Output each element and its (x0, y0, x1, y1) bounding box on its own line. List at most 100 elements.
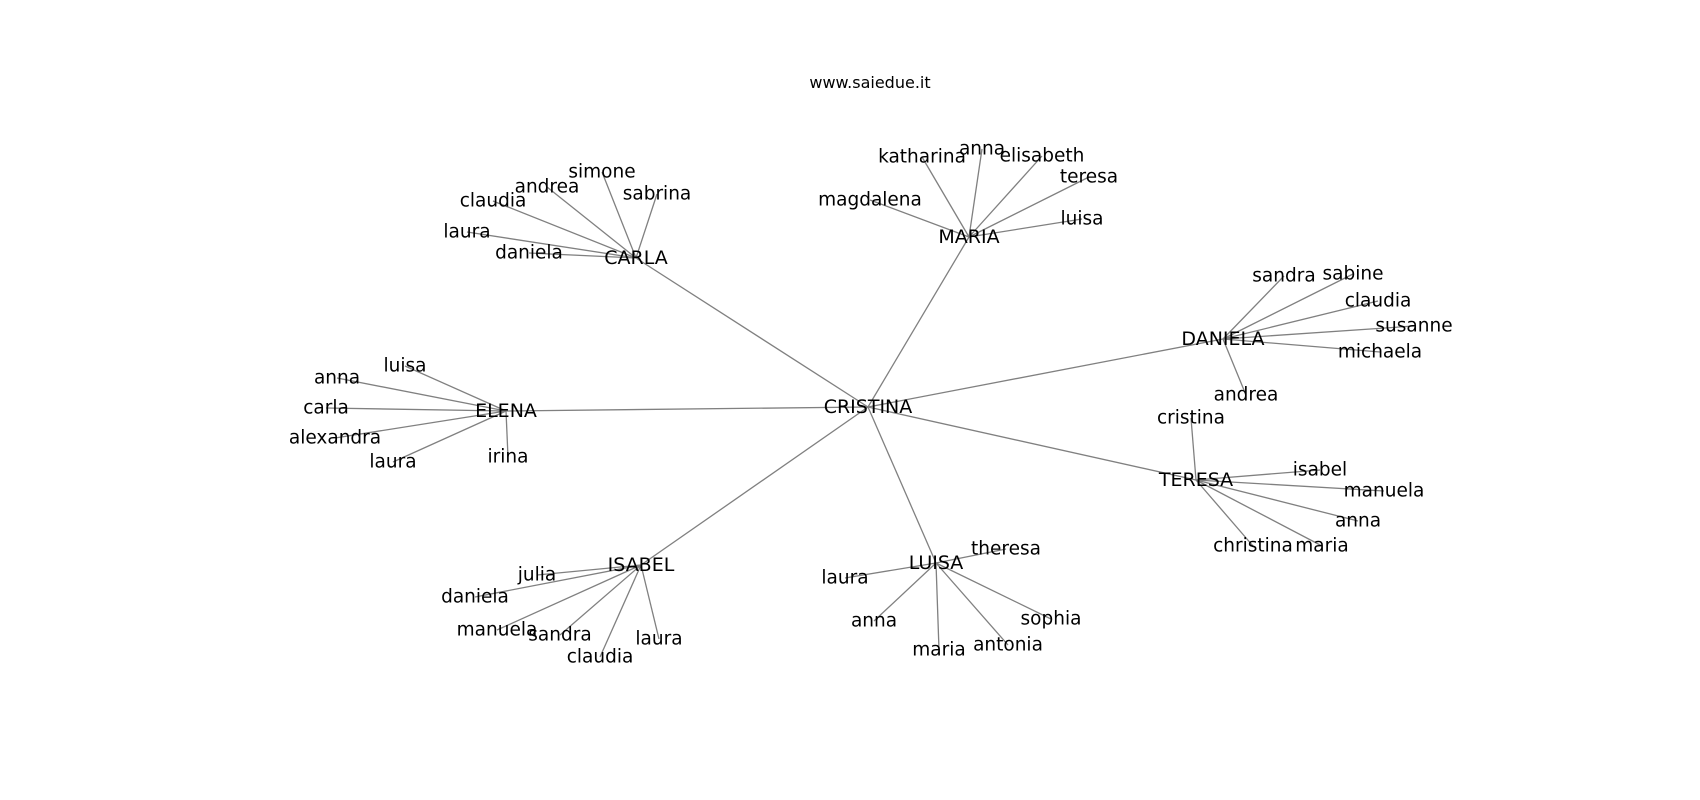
hub-node-label: MARIA (938, 226, 999, 248)
leaf-node-label: andrea (515, 177, 580, 198)
edge-luisa-antonia (935, 562, 1009, 646)
hub-node-label: CARLA (604, 247, 668, 269)
edge-luisa-sophia (935, 562, 1052, 620)
leaf-node-label: magdalena (818, 190, 922, 211)
edge-isabel-claudia (599, 564, 642, 658)
edge-root-elena (505, 406, 869, 412)
edge-luisa-theresa (935, 548, 1007, 564)
edge-luisa-maria (935, 562, 940, 651)
edge-daniela-michaela (1222, 338, 1381, 353)
leaf-node-label: sabine (1323, 264, 1384, 285)
leaf-node-label: laura (821, 568, 868, 589)
edge-carla-claudia (492, 200, 637, 259)
edge-luisa-laura (844, 562, 937, 579)
edge-teresa-cristina (1190, 417, 1197, 481)
edge-elena-alexandra (334, 410, 507, 439)
leaf-node-label: claudia (567, 647, 634, 668)
leaf-node-label: anna (959, 139, 1005, 160)
leaf-node-label: antonia (973, 635, 1043, 656)
leaf-node-label: julia (517, 565, 556, 586)
edge-carla-sabrina (635, 193, 658, 259)
edge-isabel-daniela (474, 564, 642, 598)
root-node-label: CRISTINA (824, 396, 913, 418)
leaf-node-label: anna (1335, 511, 1381, 532)
leaf-node-label: laura (369, 452, 416, 473)
edge-maria-teresa (968, 176, 1090, 238)
leaf-node-label: manuela (457, 620, 538, 641)
leaf-node-label: anna (851, 611, 897, 632)
hub-node-label: ISABEL (608, 554, 675, 576)
leaf-node-label: daniela (441, 587, 509, 608)
leaf-node-label: katharina (878, 147, 966, 168)
hub-node-label: ELENA (475, 400, 537, 422)
leaf-node-label: sandra (528, 625, 591, 646)
edge-maria-magdalena (869, 199, 970, 238)
edge-carla-simone (601, 171, 637, 259)
leaf-node-label: irina (488, 447, 529, 468)
edge-elena-irina (505, 410, 509, 458)
edge-maria-katharina (921, 156, 970, 238)
edge-teresa-manuela (1195, 479, 1385, 492)
edge-root-luisa (867, 406, 937, 564)
edge-maria-luisa (968, 218, 1083, 238)
leaf-node-label: simone (568, 162, 635, 183)
leaf-node-label: carla (303, 398, 349, 419)
leaf-node-label: sandra (1252, 266, 1315, 287)
edge-teresa-christina (1195, 479, 1254, 547)
edge-elena-carla (325, 407, 507, 412)
leaf-node-label: luisa (384, 356, 427, 377)
edge-root-isabel (640, 406, 869, 566)
edge-isabel-julia (536, 564, 642, 576)
leaf-node-label: sophia (1021, 609, 1082, 630)
leaf-node-label: claudia (1345, 291, 1412, 312)
edge-root-carla (635, 257, 869, 408)
leaf-node-label: cristina (1157, 408, 1225, 429)
leaf-node-label: maria (1295, 536, 1348, 557)
edge-teresa-maria (1195, 479, 1323, 547)
leaf-node-label: theresa (971, 539, 1041, 560)
edge-daniela-susanne (1222, 325, 1415, 340)
hub-node-label: LUISA (909, 552, 964, 574)
edge-isabel-manuela (496, 564, 642, 631)
diagram-caption: www.saiedue.it (809, 73, 930, 92)
leaf-node-label: anna (314, 368, 360, 389)
leaf-node-label: daniela (495, 243, 563, 264)
leaf-node-label: maria (912, 640, 965, 661)
leaf-node-label: laura (443, 222, 490, 243)
hub-node-label: TERESA (1158, 469, 1233, 491)
edge-root-daniela (867, 338, 1224, 408)
edge-daniela-andrea (1222, 338, 1247, 396)
leaf-node-label: andrea (1214, 385, 1279, 406)
leaf-node-label: isabel (1293, 460, 1347, 481)
hub-node-label: DANIELA (1181, 328, 1264, 350)
edge-isabel-sandra (559, 564, 642, 636)
edge-root-teresa (867, 406, 1197, 481)
edge-teresa-isabel (1195, 469, 1321, 481)
leaf-node-label: susanne (1375, 316, 1452, 337)
leaf-node-label: elisabeth (1000, 146, 1085, 167)
edge-maria-anna (968, 148, 983, 238)
edge-carla-andrea (546, 186, 637, 259)
edges-layer (325, 148, 1415, 658)
edge-teresa-anna (1195, 479, 1359, 522)
edge-daniela-claudia (1222, 300, 1379, 340)
leaf-node-label: christina (1213, 536, 1293, 557)
edge-carla-laura (466, 231, 637, 259)
leaf-node-label: laura (635, 629, 682, 650)
leaf-node-label: teresa (1060, 167, 1118, 188)
edge-luisa-anna (873, 562, 937, 622)
edge-maria-elisabeth (968, 155, 1043, 238)
edge-daniela-sandra (1222, 275, 1285, 340)
edge-carla-daniela (528, 252, 637, 259)
edge-isabel-laura (640, 564, 660, 640)
leaf-node-label: sabrina (623, 184, 692, 205)
edge-root-maria (867, 236, 970, 408)
edge-daniela-sabine (1222, 273, 1354, 340)
edge-elena-laura (392, 410, 507, 463)
edge-elena-luisa (404, 365, 507, 412)
leaf-node-label: luisa (1061, 209, 1104, 230)
leaf-node-label: michaela (1338, 342, 1422, 363)
leaf-node-label: alexandra (289, 428, 381, 449)
